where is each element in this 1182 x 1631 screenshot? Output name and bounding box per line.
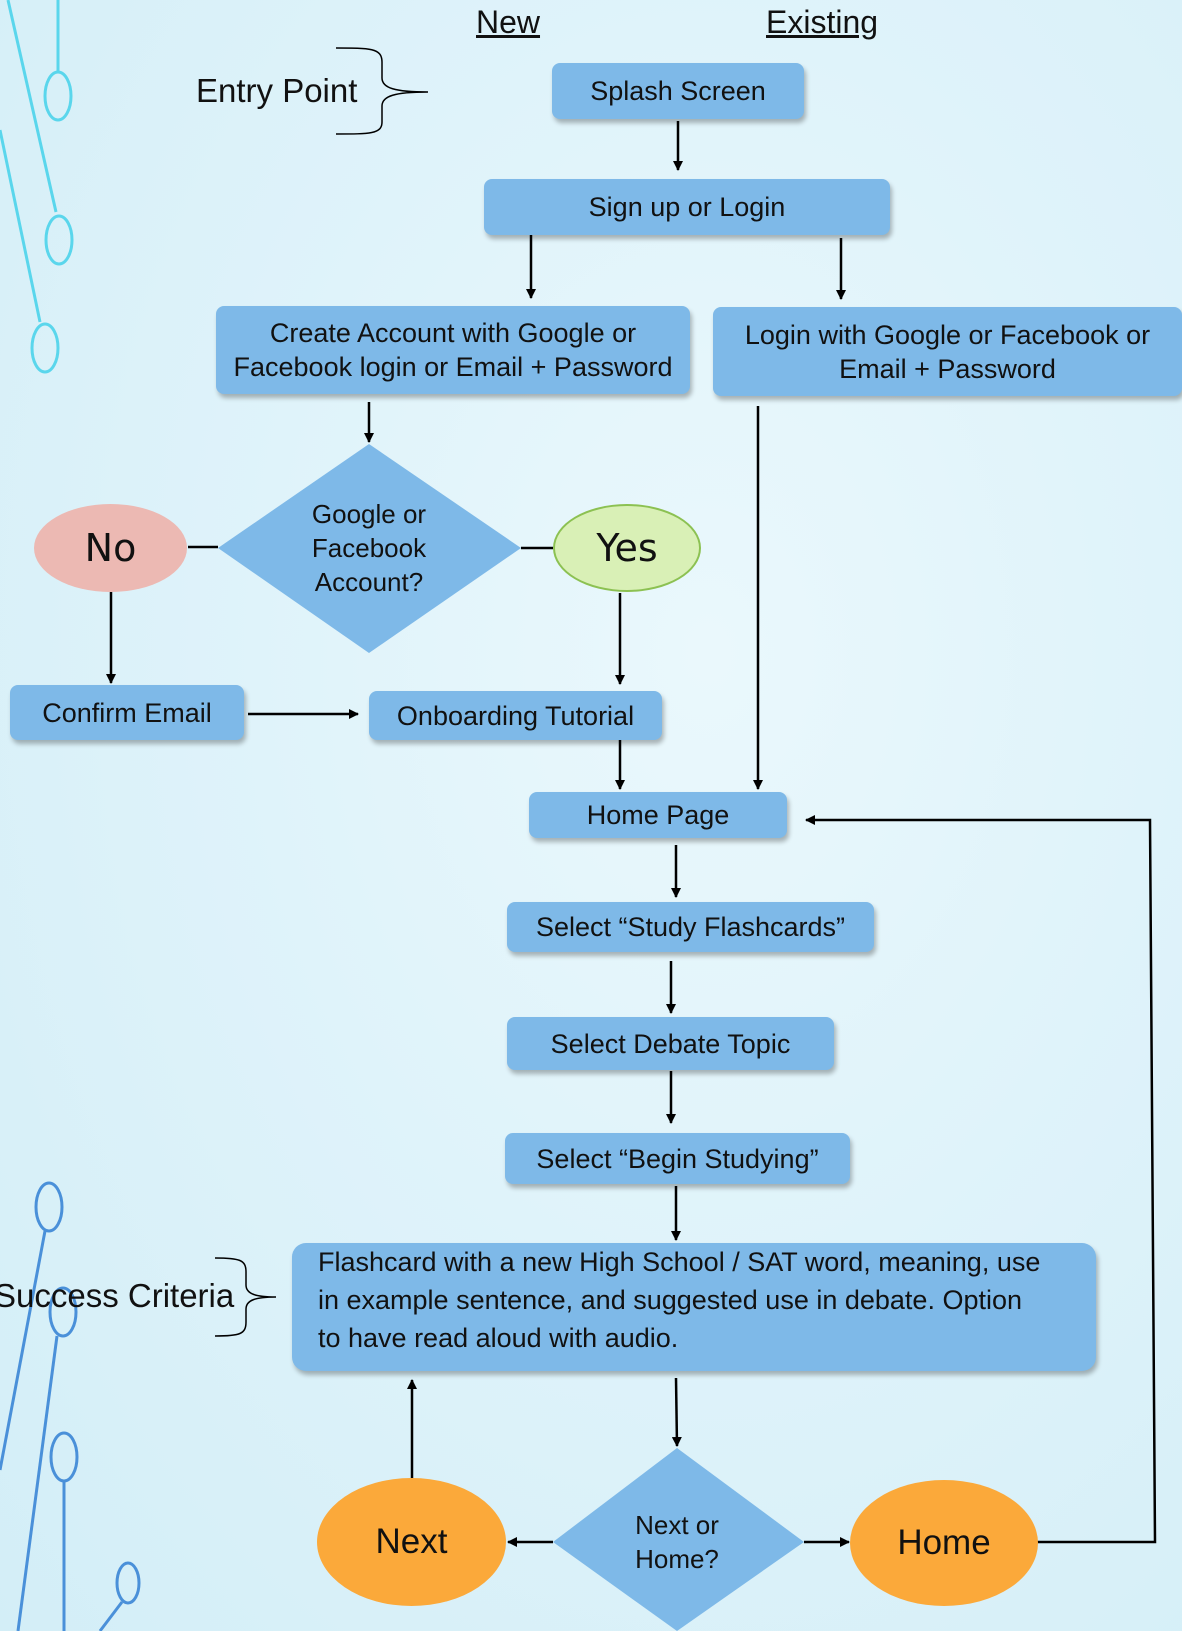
select-debate-topic-node: Select Debate Topic — [507, 1017, 834, 1070]
no-label: No — [84, 526, 137, 570]
no-oval: No — [34, 504, 187, 592]
decision-next-home-diamond — [553, 1448, 804, 1631]
flashcard-line-2: in example sentence, and suggested use i… — [318, 1285, 1022, 1315]
connectors — [106, 121, 1157, 1547]
home-page-label: Home Page — [586, 800, 730, 830]
decision-next-home-line-1: Next or — [635, 1510, 719, 1540]
onboarding-tutorial-label: Onboarding Tutorial — [396, 700, 635, 731]
create-account-line-2: Facebook login or Email + Password — [233, 352, 673, 382]
entry-point-brace — [335, 47, 429, 135]
decision-account-label: Google or Facebook Account? — [289, 497, 449, 599]
annotation-success-criteria: Success Criteria — [0, 1277, 235, 1314]
next-oval: Next — [317, 1478, 506, 1606]
success-criteria-brace — [214, 1257, 277, 1337]
onboarding-tutorial-node: Onboarding Tutorial — [369, 691, 662, 740]
flashcard-line-3: to have read aloud with audio. — [318, 1323, 679, 1353]
yes-oval: Yes — [553, 504, 701, 592]
splash-screen-label: Splash Screen — [590, 76, 766, 106]
select-debate-topic-label: Select Debate Topic — [550, 1028, 791, 1059]
login-existing-node: Login with Google or Facebook or Email +… — [713, 307, 1182, 396]
circuit-decoration-top — [0, 0, 74, 374]
header-new: New — [476, 4, 541, 40]
arrow-flashcard-to-decision — [671, 1377, 682, 1447]
begin-studying-label: Select “Begin Studying” — [536, 1143, 819, 1174]
home-oval: Home — [850, 1480, 1038, 1606]
signup-login-node: Sign up or Login — [484, 179, 890, 235]
signup-login-label: Sign up or Login — [588, 192, 786, 222]
home-label: Home — [897, 1523, 991, 1562]
splash-screen-node: Splash Screen — [552, 63, 804, 119]
home-page-node: Home Page — [529, 792, 787, 838]
header-existing: Existing — [766, 4, 879, 40]
login-existing-line-2: Email + Password — [839, 353, 1056, 384]
next-label: Next — [375, 1522, 448, 1561]
confirm-email-node: Confirm Email — [10, 685, 244, 740]
begin-studying-node: Select “Begin Studying” — [505, 1133, 850, 1184]
flashcard-node: Flashcard with a new High School / SAT w… — [292, 1243, 1096, 1371]
select-flashcards-label: Select “Study Flashcards” — [535, 912, 846, 942]
decision-account-line-3: Account? — [314, 567, 424, 597]
decision-next-home-line-2: Home? — [635, 1544, 719, 1574]
select-flashcards-node: Select “Study Flashcards” — [507, 902, 874, 952]
decision-account-line-2: Facebook — [311, 533, 427, 563]
decision-next-home-label: Next or Home? — [617, 1508, 737, 1576]
annotation-entry-point: Entry Point — [196, 72, 358, 109]
create-account-node: Create Account with Google or Facebook l… — [216, 306, 690, 394]
circuit-decoration-bottom — [0, 1181, 141, 1631]
confirm-email-label: Confirm Email — [42, 697, 212, 728]
decision-account-diamond — [218, 444, 521, 653]
yes-label: Yes — [596, 526, 658, 570]
login-existing-line-1: Login with Google or Facebook or — [744, 319, 1151, 350]
create-account-line-1: Create Account with Google or — [269, 318, 637, 348]
flashcard-line-1: Flashcard with a new High School / SAT w… — [318, 1247, 1041, 1277]
arrow-home-loop-back — [805, 815, 1157, 1544]
decision-account-line-1: Google or — [311, 499, 427, 529]
